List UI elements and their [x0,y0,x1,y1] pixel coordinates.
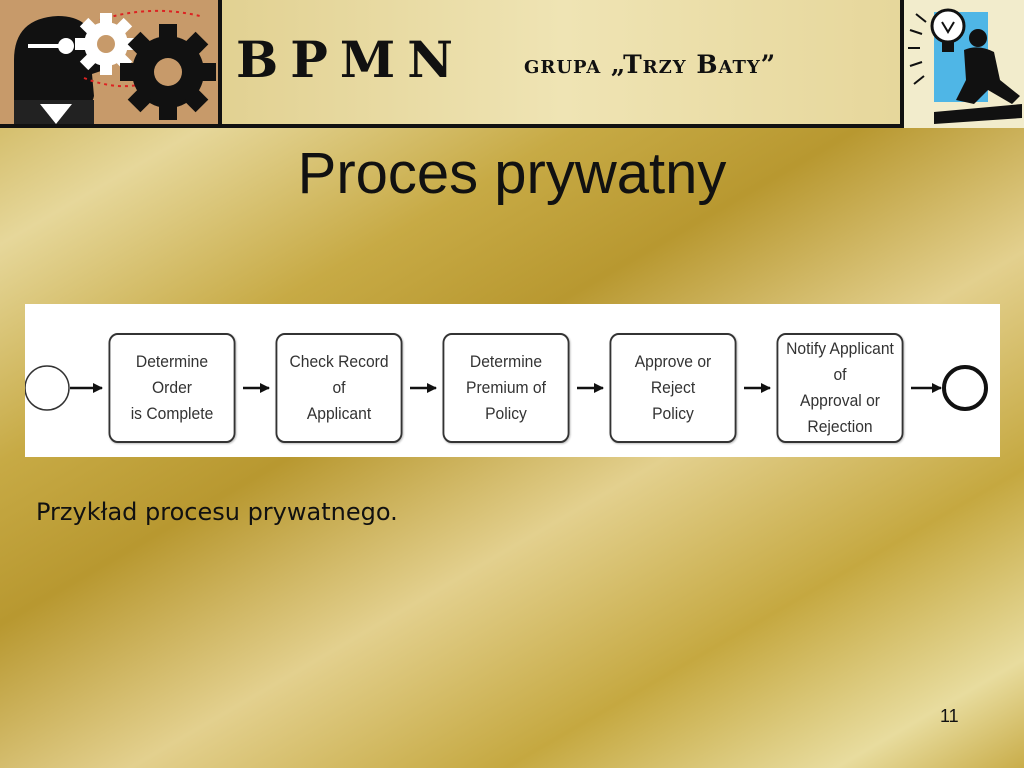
task-label-line: Check Record of [289,352,389,397]
task-label-line: Rejection [807,417,873,436]
task-label-line: Policy [652,404,694,423]
slide-header: BPMN grupa „Trzy Baty” [0,0,1024,128]
task-approve-reject: Approve or Reject Policy [609,333,737,443]
task-label-line: Approval or [800,391,880,410]
task-label-line: Determine Order [135,352,209,397]
task-determine-premium: Determine Premium of Policy [442,333,570,443]
lightbulb-person-logo-icon [900,0,1024,128]
task-label-line: Notify Applicant of [786,339,894,384]
task-label-line: Determine [469,352,543,371]
page-number: 11 [940,706,959,726]
task-check-record: Check Record of Applicant [275,333,403,443]
gears-head-logo-icon [0,0,222,128]
task-label-line: Premium of Policy [466,378,546,423]
task-label-line: Applicant [306,404,372,423]
slide-caption: Przykład procesu prywatnego. [36,498,398,526]
task-notify-applicant: Notify Applicant of Approval or Rejectio… [776,333,904,443]
task-label-line: is Complete [130,404,214,423]
task-determine-order: Determine Order is Complete [108,333,236,443]
group-name: grupa „Trzy Baty” [524,50,777,79]
task-label-line: Approve or Reject [634,352,712,397]
bpmn-diagram: Determine Order is Complete Check Record… [25,304,1000,457]
end-event [942,365,988,411]
brand-title: BPMN [236,30,465,89]
start-event [25,365,70,411]
slide-title: Proces prywatny [297,141,727,206]
